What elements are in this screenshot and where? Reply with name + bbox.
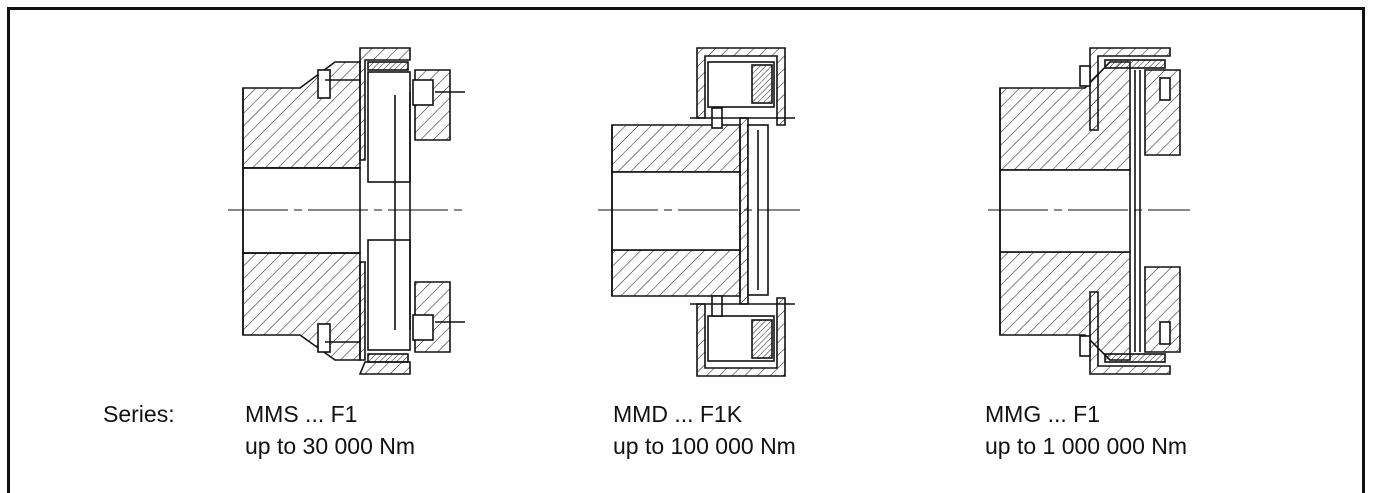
mms-flange-top xyxy=(359,47,411,161)
mms-hub-bottom xyxy=(242,252,361,361)
figure-frame xyxy=(7,7,1365,493)
caption-mmg: MMG ... F1 up to 1 000 000 Nm xyxy=(985,398,1187,462)
torque-rating: up to 1 000 000 Nm xyxy=(985,433,1188,459)
coupling-mmd-drawing xyxy=(598,47,800,377)
mmg-right-flange-top xyxy=(1144,69,1181,156)
mmd-hub-bottom xyxy=(611,249,741,297)
series-label: Series: xyxy=(103,401,175,427)
model-name: MMG ... F1 xyxy=(985,401,1100,427)
model-name: MMS ... F1 xyxy=(245,401,358,427)
caption-mms: MMS ... F1 up to 30 000 Nm xyxy=(245,398,415,462)
coupling-mms-drawing xyxy=(228,47,465,375)
mmg-housing-bottom xyxy=(1089,291,1171,375)
mms-hub-top xyxy=(242,61,361,169)
mmg-hub-top xyxy=(999,61,1131,171)
caption-mmd: MMD ... F1K up to 100 000 Nm xyxy=(613,398,796,462)
mmg-housing-top xyxy=(1089,47,1171,131)
coupling-mmg-drawing xyxy=(988,47,1190,375)
mmg-hub-bottom xyxy=(999,251,1131,361)
torque-rating: up to 30 000 Nm xyxy=(245,433,416,459)
torque-rating: up to 100 000 Nm xyxy=(613,433,796,459)
mmd-hub-top xyxy=(611,124,741,173)
mmd-housing-bottom xyxy=(696,297,786,377)
model-name: MMD ... F1K xyxy=(613,401,743,427)
mmg-right-flange-bottom xyxy=(1144,266,1181,353)
